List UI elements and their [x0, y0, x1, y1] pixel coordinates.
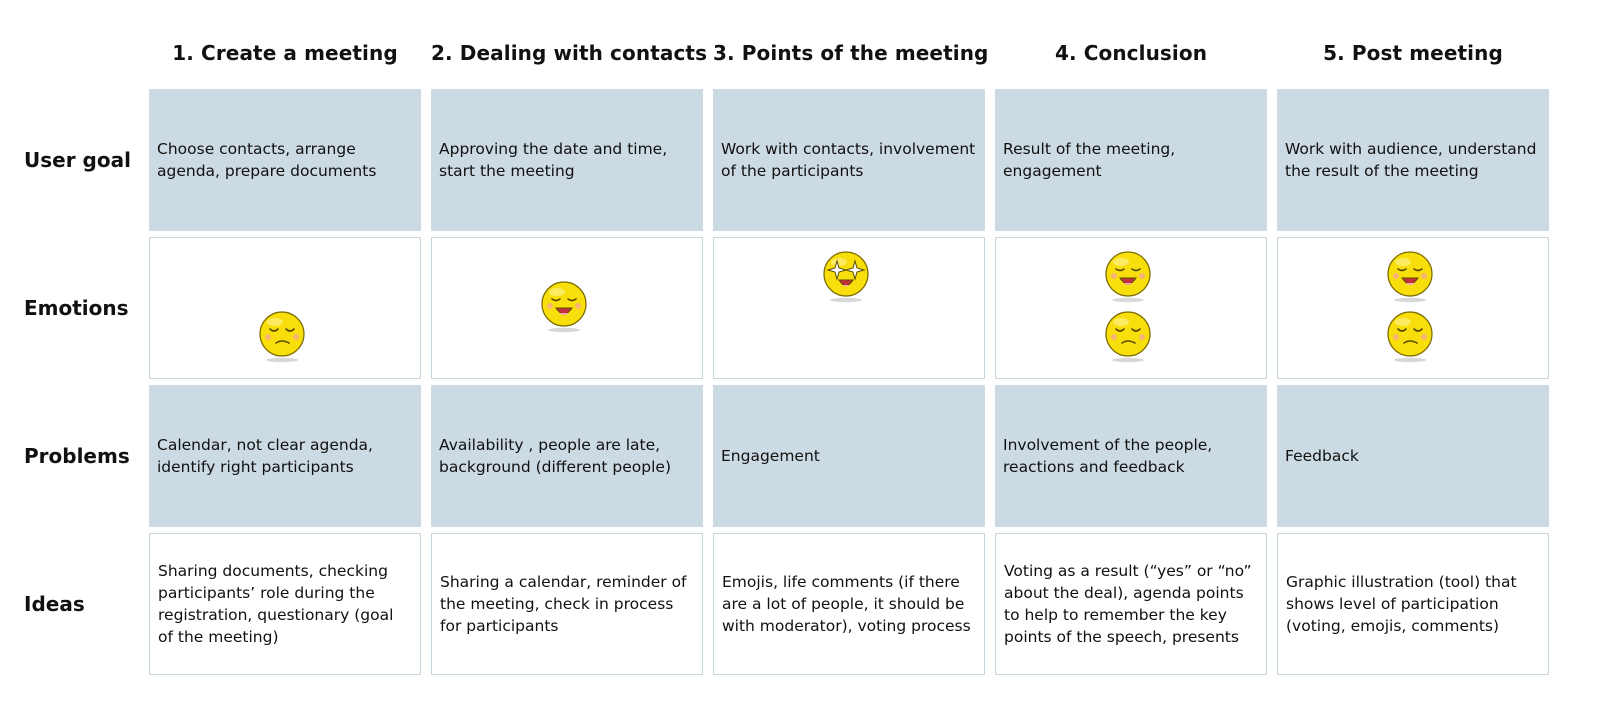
- ideas-cell: Sharing a calendar, reminder of the meet…: [431, 533, 703, 675]
- problems-text: Feedback: [1285, 447, 1359, 465]
- ideas-cell: Voting as a result (“yes” or “no” about …: [995, 533, 1267, 675]
- user-goal-cell: Work with contacts, involvement of the p…: [713, 89, 985, 231]
- happy-face-icon: [1105, 251, 1151, 303]
- row-label-user-goal: User goal: [24, 148, 131, 172]
- problems-cell: Calendar, not clear agenda, identify rig…: [149, 385, 421, 527]
- problems-cell: Engagement: [713, 385, 985, 527]
- user-goal-cell: Result of the meeting, engagement: [995, 89, 1267, 231]
- happy-face-icon: [1387, 251, 1433, 303]
- ideas-cell: Graphic illustration (tool) that shows l…: [1277, 533, 1549, 675]
- stage-header-dealing-with-contacts: 2. Dealing with contacts: [431, 41, 708, 65]
- stage-header-points-of-meeting: 3. Points of the meeting: [713, 41, 989, 65]
- ideas-cell: Sharing documents, checking participants…: [149, 533, 421, 675]
- problems-text: Involvement of the people, reactions and…: [1003, 436, 1213, 476]
- stage-header-create-meeting: 1. Create a meeting: [172, 41, 398, 65]
- problems-text: Calendar, not clear agenda, identify rig…: [157, 436, 373, 476]
- confused-face-icon: [259, 311, 305, 363]
- problems-cell: Feedback: [1277, 385, 1549, 527]
- user-goal-text: Choose contacts, arrange agenda, prepare…: [157, 140, 377, 180]
- user-goal-text: Result of the meeting, engagement: [1003, 140, 1176, 180]
- ideas-text: Graphic illustration (tool) that shows l…: [1286, 573, 1517, 635]
- ideas-text: Sharing a calendar, reminder of the meet…: [440, 573, 687, 635]
- ideas-cell: Emojis, life comments (if there are a lo…: [713, 533, 985, 675]
- user-goal-text: Approving the date and time, start the m…: [439, 140, 668, 180]
- problems-text: Availability , people are late, backgrou…: [439, 436, 671, 476]
- confused-face-icon: [1105, 311, 1151, 363]
- user-goal-cell: Work with audience, understand the resul…: [1277, 89, 1549, 231]
- stage-header-post-meeting: 5. Post meeting: [1323, 41, 1503, 65]
- ideas-text: Sharing documents, checking participants…: [158, 562, 394, 646]
- user-goal-cell: Choose contacts, arrange agenda, prepare…: [149, 89, 421, 231]
- user-goal-text: Work with audience, understand the resul…: [1285, 140, 1537, 180]
- ideas-text: Voting as a result (“yes” or “no” about …: [1004, 562, 1252, 646]
- problems-text: Engagement: [721, 447, 820, 465]
- happy-face-icon: [541, 281, 587, 333]
- row-label-ideas: Ideas: [24, 592, 85, 616]
- row-label-emotions: Emotions: [24, 296, 129, 320]
- row-label-problems: Problems: [24, 444, 130, 468]
- confused-face-icon: [1387, 311, 1433, 363]
- stage-header-conclusion: 4. Conclusion: [1054, 41, 1208, 65]
- problems-cell: Involvement of the people, reactions and…: [995, 385, 1267, 527]
- user-goal-text: Work with contacts, involvement of the p…: [721, 140, 976, 180]
- ideas-text: Emojis, life comments (if there are a lo…: [722, 573, 971, 635]
- user-goal-cell: Approving the date and time, start the m…: [431, 89, 703, 231]
- problems-cell: Availability , people are late, backgrou…: [431, 385, 703, 527]
- star-eyes-face-icon: [823, 251, 869, 303]
